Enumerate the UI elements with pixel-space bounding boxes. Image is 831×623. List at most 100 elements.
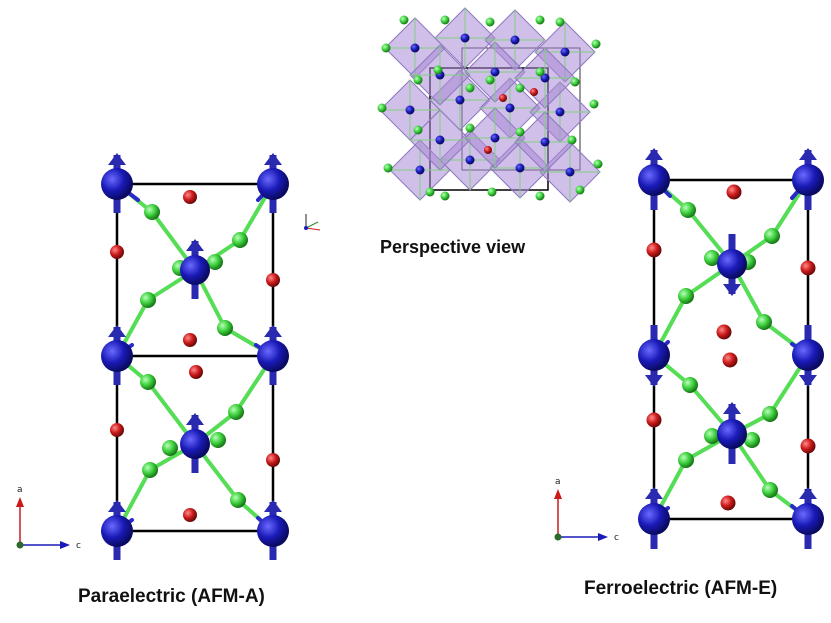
unit-cell-outline <box>652 178 810 521</box>
oxygen-atom <box>764 228 780 244</box>
mn-atom <box>792 503 824 535</box>
oxygen-atom <box>678 452 694 468</box>
mn-atom <box>410 43 420 53</box>
oxygen-atom <box>140 374 156 390</box>
mn-atom <box>792 339 824 371</box>
oxygen-atom <box>762 482 778 498</box>
r-atom <box>530 88 538 96</box>
r-atom <box>189 365 203 379</box>
axis-a-label: a <box>555 477 561 487</box>
oxygen-atom <box>144 204 160 220</box>
oxygen-atom <box>575 185 585 195</box>
mn-atom <box>560 47 570 57</box>
mn-atom <box>257 340 289 372</box>
mn-atom <box>405 105 415 115</box>
oxygen-atom <box>591 39 601 49</box>
mn-atom <box>180 255 210 285</box>
oxygen-atom <box>485 75 495 85</box>
oxygen-atom <box>535 67 545 77</box>
mn-atom <box>490 67 500 77</box>
axis-c-label: c <box>614 533 619 543</box>
spin-arrow-head <box>645 375 663 387</box>
oxygen-atom <box>555 17 565 27</box>
mn-atom <box>510 35 520 45</box>
r-atom <box>499 94 507 102</box>
mn-atom <box>540 137 550 147</box>
spin-arrow-head <box>186 413 204 425</box>
mn-atom <box>638 164 670 196</box>
paraelectric-caption: Paraelectric (AFM-A) <box>78 586 265 607</box>
r-atom <box>726 184 742 200</box>
r-atom <box>484 146 492 154</box>
r-atom <box>110 423 124 437</box>
unit-cell-outline <box>115 182 275 533</box>
oxygen-atom <box>762 406 778 422</box>
mn-atom <box>565 167 575 177</box>
oxygen-atom <box>399 15 409 25</box>
oxygen-atom <box>207 254 223 270</box>
axis-a-label: a <box>17 485 23 495</box>
mn-atom <box>717 249 747 279</box>
r-atom <box>183 333 197 347</box>
mn-atom <box>490 133 500 143</box>
mn-atom <box>257 515 289 547</box>
spin-arrow-head <box>799 375 817 387</box>
mn-atom <box>180 429 210 459</box>
mn-atom <box>101 340 133 372</box>
oxygen-atom <box>487 187 497 197</box>
r-atom <box>266 453 280 467</box>
oxygen-atom <box>485 17 495 27</box>
mn-atom <box>515 163 525 173</box>
spin-arrow-head <box>264 153 282 165</box>
r-atom <box>722 352 738 368</box>
spin-arrow-head <box>186 239 204 251</box>
oxygen-atom <box>228 404 244 420</box>
oxygen-atom <box>425 187 435 197</box>
oxygen-atom <box>678 288 694 304</box>
r-atom <box>800 438 816 454</box>
r-atom <box>646 242 662 258</box>
spin-arrow-head <box>799 148 817 160</box>
spin-arrow-head <box>799 487 817 499</box>
oxygen-atom <box>682 377 698 393</box>
oxygen-atom <box>535 15 545 25</box>
spin-arrow-head <box>645 148 663 160</box>
spin-arrow-head <box>645 487 663 499</box>
oxygen-atom <box>232 232 248 248</box>
mn-atom <box>505 103 515 113</box>
r-atom <box>720 495 736 511</box>
oxygen-atom <box>570 77 580 87</box>
r-atom <box>183 190 197 204</box>
oxygen-atom <box>230 492 246 508</box>
oxygen-atom <box>465 83 475 93</box>
mn-atom <box>435 135 445 145</box>
oxygen-atom <box>433 65 443 75</box>
oxygen-atom <box>589 99 599 109</box>
spin-arrow-head <box>723 402 741 414</box>
perspective-view-caption: Perspective view <box>380 237 526 257</box>
oxygen-atom <box>515 127 525 137</box>
spin-arrow-head <box>264 325 282 337</box>
mn-atom <box>717 419 747 449</box>
bonds <box>115 182 275 533</box>
oxygen-atom <box>413 125 423 135</box>
mn-atom <box>792 164 824 196</box>
oxygen-atom <box>515 83 525 93</box>
oxygen-atom <box>142 462 158 478</box>
spin-arrow-head <box>723 284 741 296</box>
oxygen-atom <box>383 163 393 173</box>
paraelectric-structure <box>101 153 289 560</box>
perspective-structure <box>377 7 603 203</box>
oxygen-atom <box>210 432 226 448</box>
axis-indicator-right: a c <box>554 477 619 543</box>
mn-atom <box>101 168 133 200</box>
mn-atom <box>455 95 465 105</box>
mn-atom <box>540 73 550 83</box>
oxygen-atom <box>381 43 391 53</box>
bonds <box>652 178 810 521</box>
oxygen-atom <box>680 202 696 218</box>
r-atom <box>800 260 816 276</box>
oxygen-atom <box>140 292 156 308</box>
atoms <box>101 168 289 547</box>
r-atom <box>183 508 197 522</box>
